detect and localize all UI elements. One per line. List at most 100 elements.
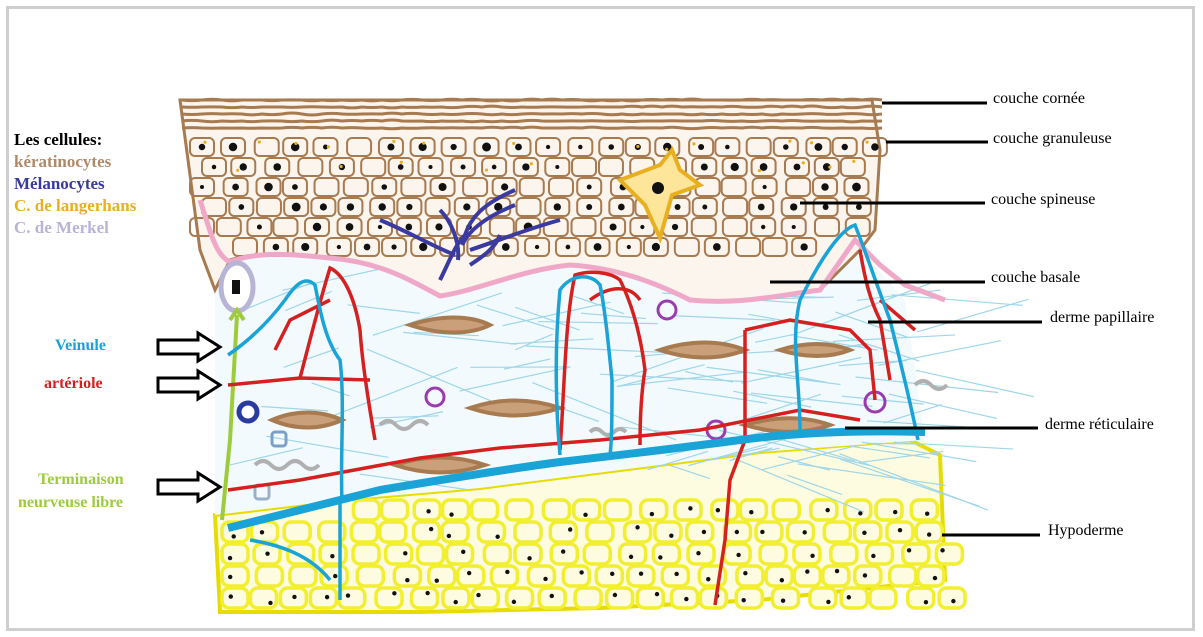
granule [802,161,805,164]
arrow-arteriole-icon [158,371,220,399]
adipocyte [936,544,962,564]
adipocyte [506,500,532,520]
adipocyte [563,566,589,586]
nucleus [898,528,902,532]
nucleus [330,554,334,558]
left-arrows [158,333,220,501]
nucleus [893,510,897,514]
collagen-fiber [892,295,1023,306]
nucleus [613,593,617,597]
nucleus [669,533,673,537]
adipocyte [284,522,310,542]
nucleus [554,203,561,210]
adipocyte [794,566,820,586]
adipocyte [458,566,484,586]
nucleus [583,513,587,517]
nucleus [568,527,572,531]
adipocyte [528,566,554,586]
nucleus [758,204,765,211]
adipocyte [876,500,902,520]
corneum-line [182,120,882,122]
adipocyte [351,522,377,542]
nucleus [313,223,321,231]
nucleus [862,531,866,535]
label-couche-basale: couche basale [991,269,1080,287]
nucleus [419,243,427,251]
nucleus [392,591,396,595]
nucleus [364,244,371,251]
nucleus [842,144,848,150]
nucleus [495,535,499,539]
nucleus [763,185,767,189]
nucleus [594,243,602,251]
adipocyte [250,588,276,608]
nucleus [783,144,789,150]
adipocyte [766,566,792,586]
nucleus [731,163,739,171]
nucleus [655,592,659,596]
adipocyte [411,588,437,608]
nucleus [337,245,341,249]
adipocyte [675,500,701,520]
granule [758,169,761,172]
adipocyte [890,566,916,586]
nucleus [684,597,688,601]
adipocyte [443,500,469,520]
nucleus [454,600,458,604]
granule [392,140,395,143]
label-terminaison: Terminaison [38,471,124,489]
nucleus [566,245,571,250]
nucleus [232,534,236,538]
adipocyte [916,522,942,542]
granule [865,141,868,144]
nucleus [805,569,809,573]
adipocyte [320,544,346,564]
nucleus [451,144,457,150]
adipocyte [688,544,714,564]
adipocyte [256,566,282,586]
adipocyte [443,588,469,608]
nucleus [672,224,678,230]
adipocyte [472,500,498,520]
merkel-cell [221,263,253,311]
nucleus [292,595,296,599]
adipocyte [418,544,444,564]
label-arteriole: artériole [44,375,103,393]
adipocyte [584,544,610,564]
nucleus [698,144,704,150]
fibroblast [410,318,490,333]
nucleus [387,143,394,150]
nucleus [463,203,470,210]
nucleus [347,203,354,210]
nucleus [852,183,861,192]
nucleus [403,551,407,555]
adipocyte [810,588,836,608]
nucleus [736,553,740,557]
adipocyte [413,522,439,542]
corneum-line [182,127,882,129]
adipocyte [607,588,633,608]
nucleus [635,525,639,529]
nucleus [550,594,554,598]
adipocyte [429,566,455,586]
fibroblast [272,413,342,428]
nucleus [871,554,875,558]
nucleus [927,532,931,536]
nucleus [461,164,466,169]
fibroblast [660,343,745,358]
nucleus [461,550,465,554]
nucleus [429,527,433,531]
collagen-fiber [916,370,1034,396]
adipocyte [655,522,681,542]
nucleus [821,183,828,190]
granule [852,160,855,163]
adipocyte [908,588,934,608]
nucleus [618,204,625,211]
adipocyte [551,544,577,564]
adipocyte [870,588,896,608]
adipocyte [310,588,336,608]
label-couche-cornee: couche cornée [993,90,1085,108]
arrow-veinule-icon [158,333,220,361]
adipocyte [773,500,799,520]
adipocyte [700,588,726,608]
